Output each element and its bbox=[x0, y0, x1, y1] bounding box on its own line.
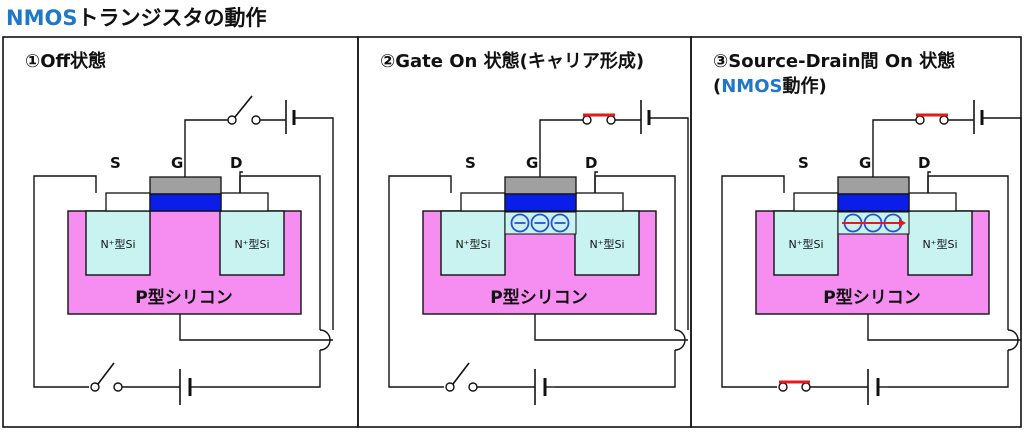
panel-3: ③Source-Drain間 On 状態 (NMOS動作) P型シリコン N⁺型Si N… bbox=[690, 36, 1022, 428]
heading-text: ②Gate On 状態(キャリア形成) bbox=[380, 50, 644, 72]
switch-contact bbox=[445, 382, 455, 392]
switch-contact bbox=[468, 382, 478, 392]
gate-label: G bbox=[171, 154, 183, 172]
gate-metal bbox=[149, 176, 222, 195]
source-wire bbox=[721, 175, 785, 388]
gate-wire bbox=[184, 119, 228, 177]
switch-contact bbox=[915, 115, 925, 125]
heading-text: ③Source-Drain間 On 状態 bbox=[713, 50, 955, 72]
source-n-region bbox=[85, 210, 151, 276]
electron-carrier bbox=[510, 213, 530, 233]
substrate-label: P型シリコン bbox=[823, 287, 920, 308]
drain-label: D bbox=[585, 154, 597, 172]
panel-heading: ②Gate On 状態(キャリア形成) bbox=[380, 50, 644, 72]
substrate-ground-wire bbox=[867, 314, 1021, 341]
page-title-nmos: NMOS bbox=[6, 6, 78, 30]
source-contact bbox=[105, 192, 151, 212]
panel-heading: ③Source-Drain間 On 状態 bbox=[713, 50, 955, 72]
drain-contact bbox=[220, 192, 269, 212]
source-wire bbox=[33, 175, 97, 388]
panel-heading: (NMOS動作) bbox=[713, 75, 827, 97]
source-n-region bbox=[773, 210, 839, 276]
source-label: S bbox=[465, 154, 476, 172]
n-region-label: N⁺型Si bbox=[100, 237, 135, 251]
drain-switch-lever-open bbox=[97, 362, 115, 385]
drain-label: D bbox=[918, 154, 930, 172]
heading-nmos-accent: NMOS bbox=[721, 76, 782, 97]
drain-return-wire bbox=[555, 350, 676, 388]
drain-wire bbox=[927, 175, 1009, 330]
source-contact bbox=[793, 192, 839, 212]
n-region-label: N⁺型Si bbox=[922, 237, 957, 251]
panel-1: ①Off状態 P型シリコン N⁺型Si N⁺型Si S G D bbox=[2, 36, 359, 428]
substrate-ground-wire bbox=[179, 314, 333, 341]
drain-return-wire bbox=[888, 350, 1009, 388]
source-label: S bbox=[110, 154, 121, 172]
substrate-label: P型シリコン bbox=[490, 287, 587, 308]
electron-carrier bbox=[550, 213, 570, 233]
drain-contact bbox=[908, 192, 957, 212]
switch-contact bbox=[939, 115, 949, 125]
heading-text: ①Off状態 bbox=[25, 50, 106, 72]
switch-contact bbox=[582, 115, 592, 125]
drain-label: D bbox=[230, 154, 242, 172]
gate-wire bbox=[539, 119, 583, 177]
switch-contact bbox=[113, 382, 123, 392]
source-label: S bbox=[798, 154, 809, 172]
switch-contact bbox=[606, 115, 616, 125]
gate-metal bbox=[504, 176, 577, 195]
n-region-label: N⁺型Si bbox=[234, 237, 269, 251]
source-n-region bbox=[440, 210, 506, 276]
source-contact bbox=[460, 192, 506, 212]
switch-contact bbox=[90, 382, 100, 392]
panel-heading: ①Off状態 bbox=[25, 50, 106, 72]
drain-wire bbox=[239, 175, 321, 330]
switch-contact bbox=[778, 382, 788, 392]
n-region-label: N⁺型Si bbox=[455, 237, 490, 251]
substrate-label: P型シリコン bbox=[135, 287, 232, 308]
drain-switch-lever-open bbox=[452, 362, 470, 385]
panel-2: ②Gate On 状態(キャリア形成) P型シリコン N⁺型Si N⁺型Si S G D bbox=[357, 36, 692, 428]
gate-return-wire bbox=[294, 117, 334, 330]
switch-contact bbox=[227, 115, 237, 125]
source-wire bbox=[388, 175, 452, 388]
page-title-rest: トランジスタの動作 bbox=[77, 6, 267, 30]
drain-wire bbox=[594, 175, 676, 330]
gate-oxide bbox=[504, 193, 577, 212]
heading-text: 動作) bbox=[782, 75, 826, 97]
switch-contact bbox=[801, 382, 811, 392]
gate-return-wire bbox=[982, 117, 1022, 330]
current-arrow-head bbox=[899, 219, 906, 227]
gate-label: G bbox=[526, 154, 538, 172]
gate-oxide bbox=[837, 193, 910, 212]
heading-text: ( bbox=[713, 76, 721, 97]
page-title: NMOSトランジスタの動作 bbox=[6, 2, 266, 32]
drain-n-region bbox=[574, 210, 640, 276]
gate-switch-lever-open bbox=[234, 95, 253, 118]
n-region-label: N⁺型Si bbox=[589, 237, 624, 251]
drain-return-wire bbox=[200, 350, 321, 388]
electron-carrier bbox=[530, 213, 550, 233]
n-region-label: N⁺型Si bbox=[788, 237, 823, 251]
gate-metal bbox=[837, 176, 910, 195]
substrate-ground-wire bbox=[534, 314, 688, 341]
gate-label: G bbox=[859, 154, 871, 172]
drain-contact bbox=[575, 192, 624, 212]
gate-return-wire bbox=[649, 117, 689, 330]
drain-n-region bbox=[219, 210, 285, 276]
switch-contact bbox=[251, 115, 261, 125]
gate-wire bbox=[872, 119, 916, 177]
gate-oxide bbox=[149, 193, 222, 212]
